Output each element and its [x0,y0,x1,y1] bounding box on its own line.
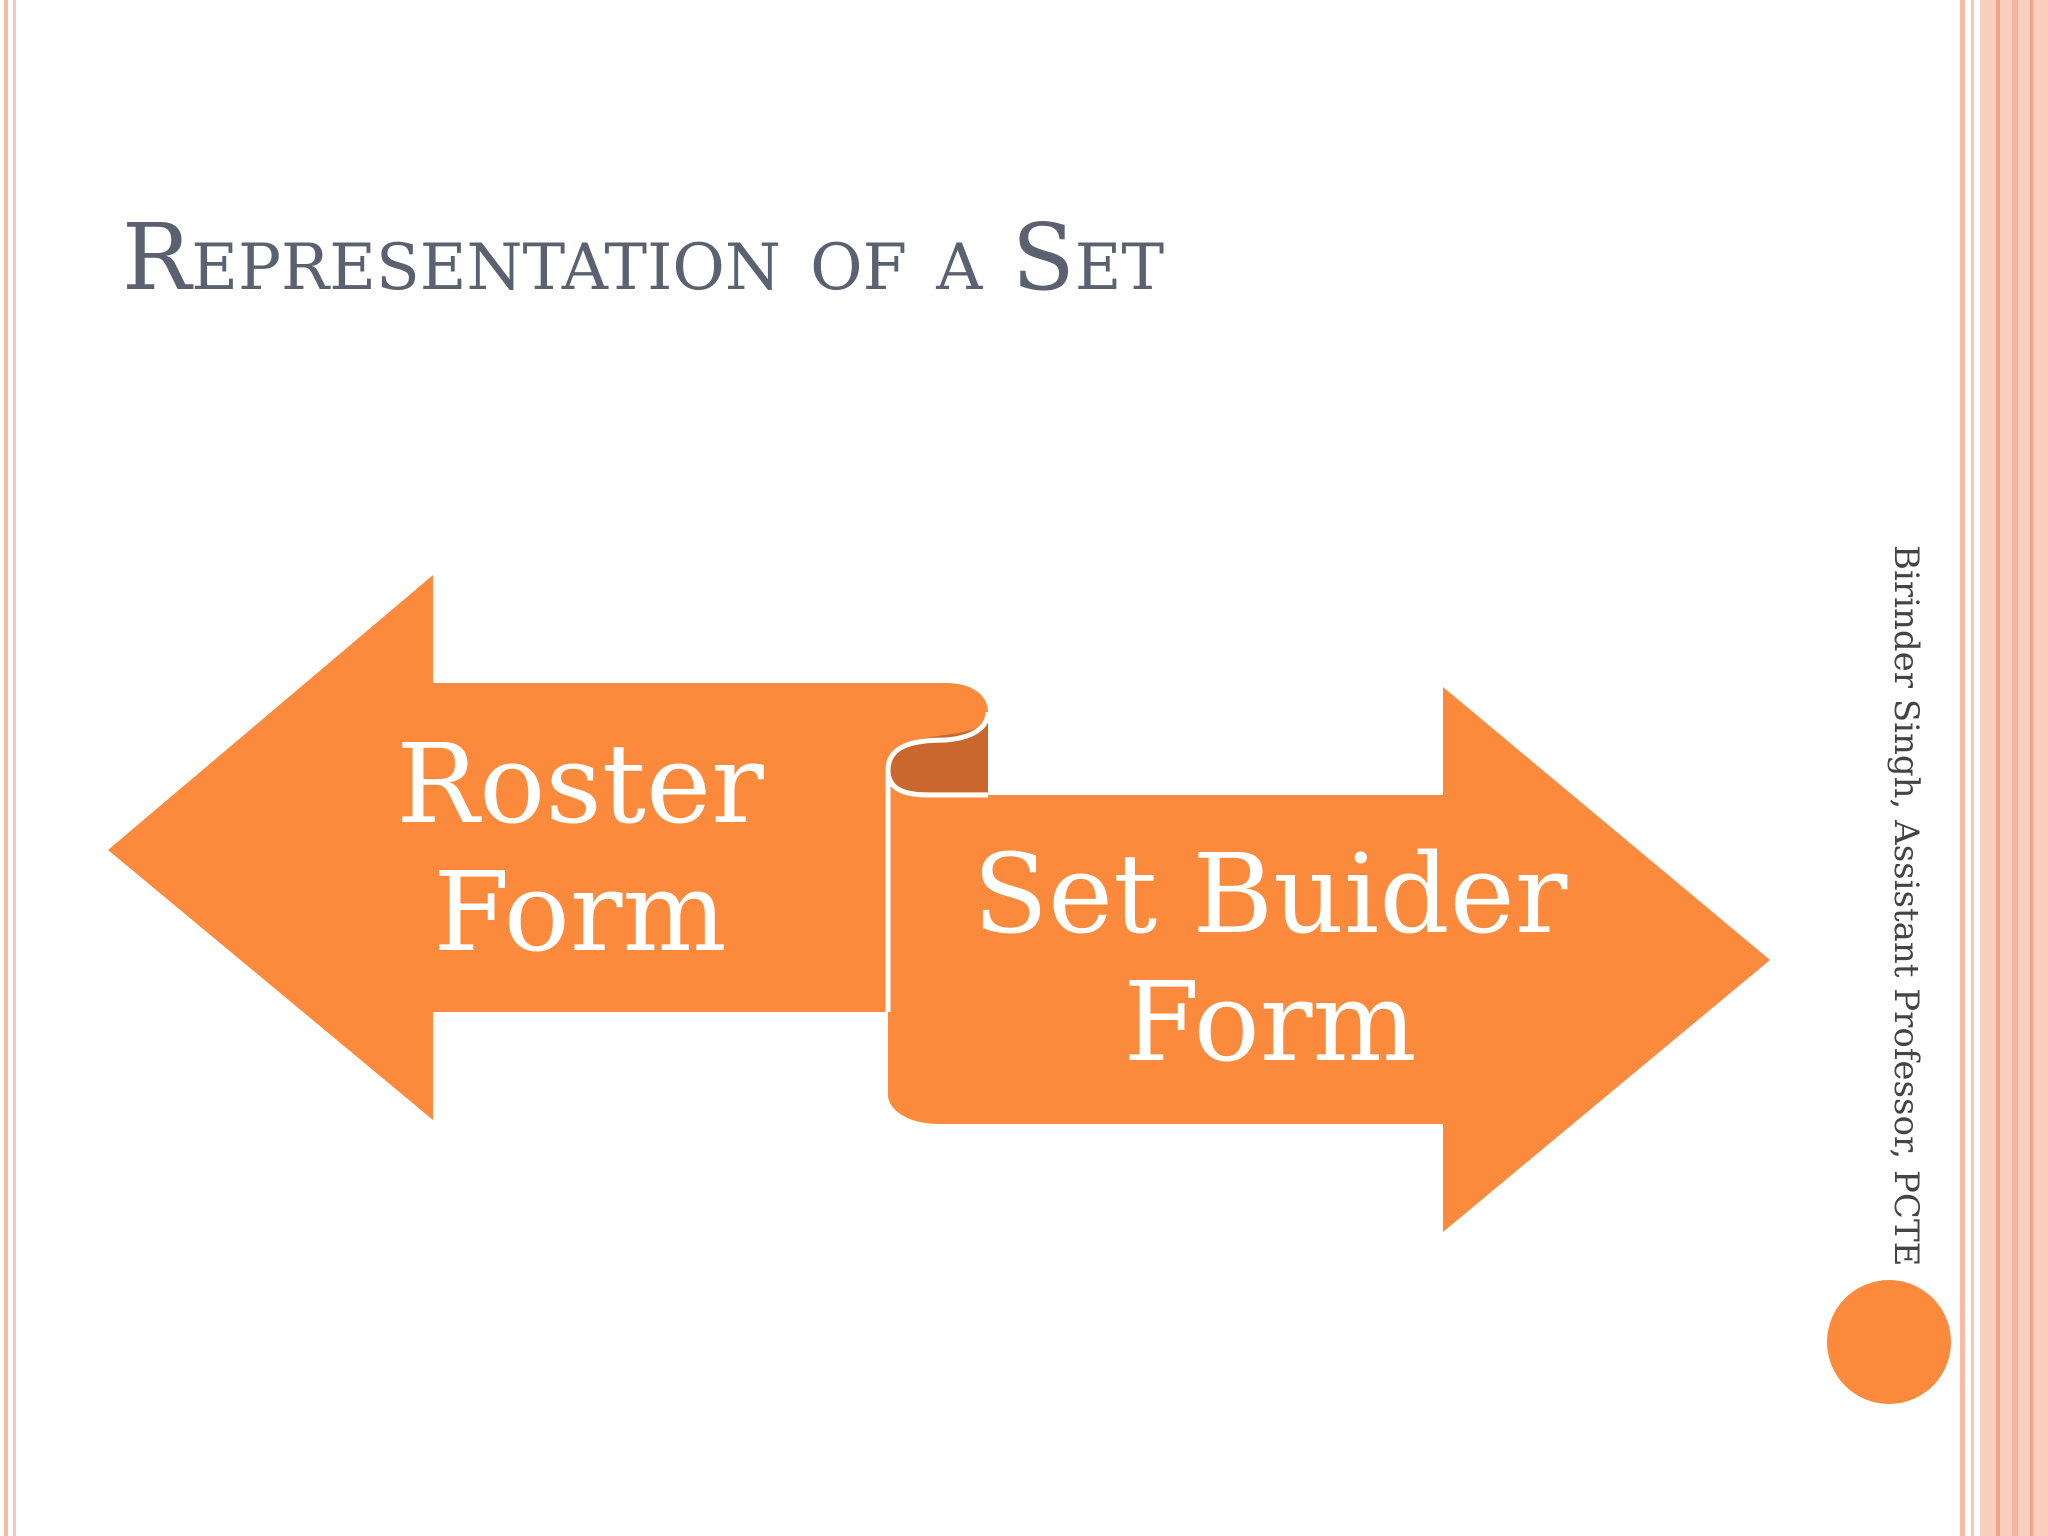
slide-title: Representation of a Set [122,204,1165,311]
roster-form-line-1: Roster [396,720,764,848]
set-builder-form-line-1: Set Buider [972,830,1568,958]
roster-form-line-2: Form [433,848,727,976]
frame-line-right-5 [2030,0,2033,1536]
ribbon-fold-edge [885,769,988,798]
set-builder-form-label: Set Buider Form [940,830,1600,1086]
frame-line-right-4 [2012,0,2018,1536]
decorative-circle [1827,1280,1951,1404]
ribbon-fold-shadow [888,712,988,792]
ribbon-fold-curl [885,711,991,1012]
left-arrow-shape [108,575,988,1120]
set-builder-form-line-2: Form [1123,958,1417,1086]
frame-line-right-1 [1960,0,1965,1536]
frame-line-right-3 [1996,0,2000,1536]
frame-line-left-inner [13,0,16,1536]
right-arrow-shape [888,687,1770,1232]
frame-line-left-outer [4,0,8,1536]
author-footer: Birinder Singh, Assistant Professor, PCT… [1886,545,1926,1267]
frame-line-right-2 [1971,0,1974,1536]
roster-form-label: Roster Form [370,720,790,976]
